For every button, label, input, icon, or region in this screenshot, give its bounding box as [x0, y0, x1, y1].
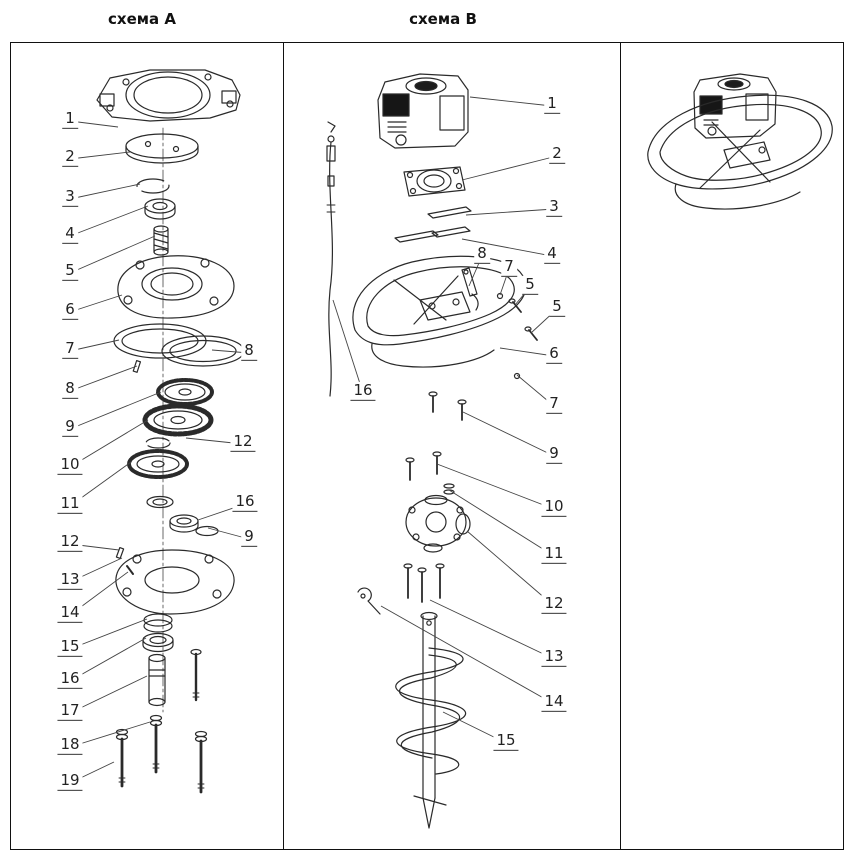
part-callout-8: 8: [62, 379, 78, 400]
part-callout-1: 1: [62, 109, 78, 130]
part-callout-8: 8: [241, 341, 257, 362]
part-callout-2: 2: [62, 147, 78, 168]
schema-a-title: схема A: [108, 10, 176, 28]
part-callout-7: 7: [501, 257, 517, 278]
panel-divider-2: [620, 42, 621, 850]
part-callout-9: 9: [62, 417, 78, 438]
part-callout-16: 16: [57, 669, 83, 690]
part-callout-3: 3: [546, 197, 562, 218]
part-callout-16: 16: [232, 492, 258, 513]
diagram-border: [10, 42, 844, 850]
part-callout-11: 11: [57, 494, 83, 515]
part-callout-2: 2: [549, 144, 565, 165]
part-callout-19: 19: [57, 771, 83, 792]
part-callout-10: 10: [57, 455, 83, 476]
part-callout-12: 12: [57, 532, 83, 553]
part-callout-7: 7: [62, 339, 78, 360]
part-callout-1: 1: [544, 94, 560, 115]
part-callout-16: 16: [350, 381, 376, 402]
part-callout-14: 14: [57, 603, 83, 624]
part-callout-15: 15: [493, 731, 519, 752]
part-callout-5: 5: [62, 261, 78, 282]
part-callout-7: 7: [546, 394, 562, 415]
part-callout-5: 5: [549, 297, 565, 318]
part-callout-12: 12: [541, 594, 567, 615]
part-callout-8: 8: [474, 244, 490, 265]
part-callout-13: 13: [57, 570, 83, 591]
part-callout-6: 6: [62, 300, 78, 321]
part-callout-18: 18: [57, 735, 83, 756]
part-callout-12: 12: [230, 432, 256, 453]
part-callout-14: 14: [541, 692, 567, 713]
part-callout-4: 4: [544, 244, 560, 265]
part-callout-10: 10: [541, 497, 567, 518]
part-callout-3: 3: [62, 187, 78, 208]
part-callout-11: 11: [541, 544, 567, 565]
part-callout-6: 6: [546, 344, 562, 365]
part-callout-13: 13: [541, 647, 567, 668]
part-callout-15: 15: [57, 637, 83, 658]
part-callout-9: 9: [241, 527, 257, 548]
part-callout-4: 4: [62, 224, 78, 245]
part-callout-9: 9: [546, 444, 562, 465]
schema-b-title: схема B: [409, 10, 477, 28]
panel-divider-1: [283, 42, 284, 850]
part-callout-5: 5: [522, 275, 538, 296]
part-callout-17: 17: [57, 701, 83, 722]
